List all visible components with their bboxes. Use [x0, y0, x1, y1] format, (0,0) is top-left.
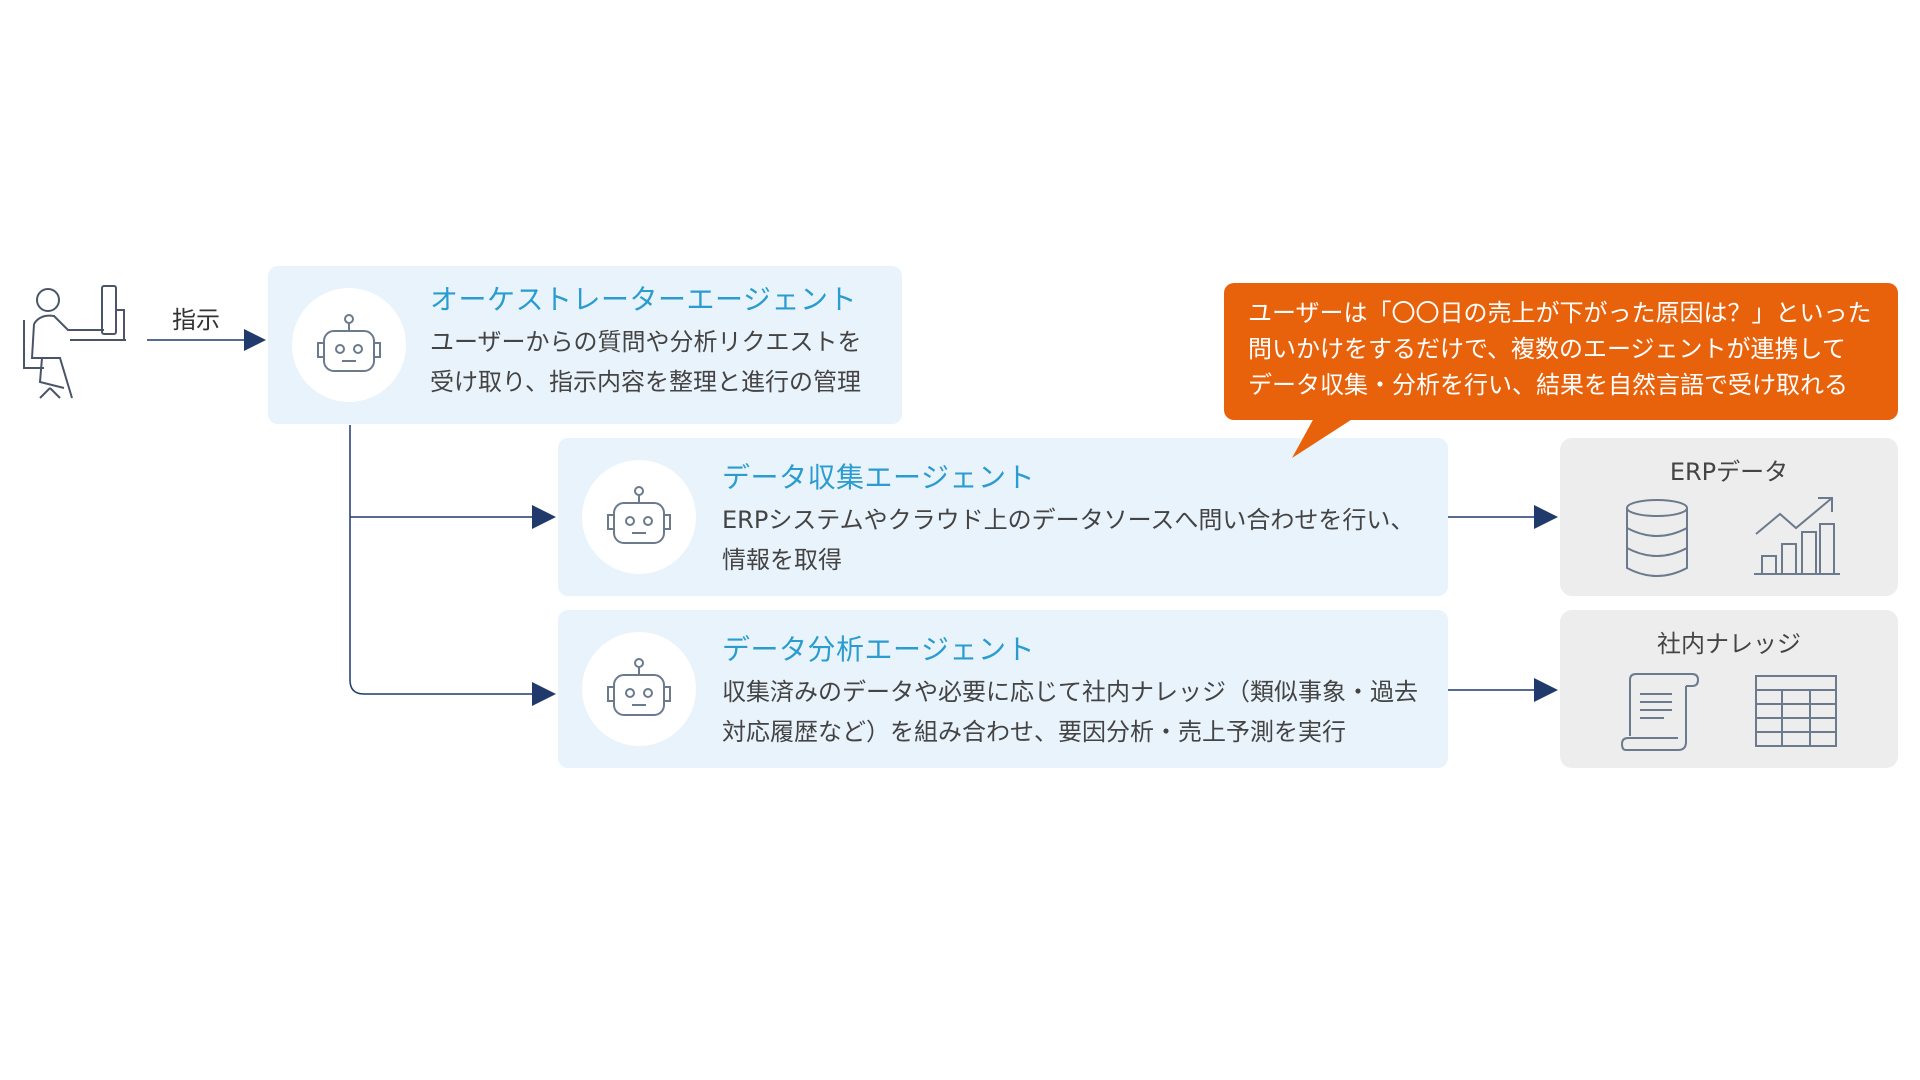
callout-line-3: データ収集・分析を行い、結果を自然言語で受け取れる: [1248, 371, 1848, 399]
collect-robot-circle: [582, 460, 696, 574]
database-icon: [1626, 499, 1688, 577]
agent-to-store-arrows: [1448, 505, 1558, 702]
callout-line-2: 問いかけをするだけで、複数のエージェントが連携して: [1248, 335, 1846, 363]
analysis-agent-desc-line-1: 収集済みのデータや必要に応じて社内ナレッジ（類似事象・過去: [722, 678, 1418, 706]
collect-agent-desc-line-1: ERPシステムやクラウド上のデータソースへ問い合わせを行い、: [722, 506, 1415, 534]
analysis-agent-title: データ分析エージェント: [722, 633, 1035, 666]
erp-store-title: ERPデータ: [1669, 458, 1789, 486]
growth-chart-icon: [1754, 497, 1840, 575]
person-at-computer-icon: [23, 285, 126, 399]
analysis-robot-circle: [582, 632, 696, 746]
user-block: [20, 280, 130, 400]
robot-icon: [317, 314, 381, 372]
table-grid-icon: [1755, 675, 1837, 747]
collect-agent-card: データ収集エージェント ERPシステムやクラウド上のデータソースへ問い合わせを行…: [558, 438, 1448, 596]
callout-pointer: [1292, 418, 1354, 458]
orchestrator-title: オーケストレーターエージェント: [430, 283, 857, 316]
collect-agent-title: データ収集エージェント: [722, 461, 1035, 494]
orchestrator-card: オーケストレーターエージェント ユーザーからの質問や分析リクエストを 受け取り、…: [268, 266, 902, 424]
knowledge-store: 社内ナレッジ: [1560, 610, 1898, 768]
collect-agent-desc-line-2: 情報を取得: [722, 546, 842, 574]
explanation-callout: ユーザーは「〇〇日の売上が下がった原因は？」といった 問いかけをするだけで、複数…: [1224, 283, 1898, 420]
erp-data-store: ERPデータ: [1560, 438, 1898, 596]
robot-icon: [607, 486, 671, 544]
orchestrator-branch-lines: [349, 425, 556, 706]
analysis-agent-card: データ分析エージェント 収集済みのデータや必要に応じて社内ナレッジ（類似事象・過…: [558, 610, 1448, 768]
robot-icon: [607, 658, 671, 716]
orchestrator-desc-line-2: 受け取り、指示内容を整理と進行の管理: [430, 368, 862, 396]
analysis-agent-desc-line-2: 対応履歴など）を組み合わせ、要因分析・売上予測を実行: [722, 718, 1346, 746]
knowledge-store-title: 社内ナレッジ: [1657, 630, 1801, 658]
callout-line-1: ユーザーは「〇〇日の売上が下がった原因は？」といった: [1248, 299, 1872, 327]
document-scroll-icon: [1620, 673, 1700, 751]
orchestrator-robot-circle: [292, 288, 406, 402]
user-to-orchestrator-arrow: [147, 329, 266, 351]
instruction-label: 指示: [172, 306, 220, 334]
orchestrator-desc-line-1: ユーザーからの質問や分析リクエストを: [430, 328, 862, 356]
